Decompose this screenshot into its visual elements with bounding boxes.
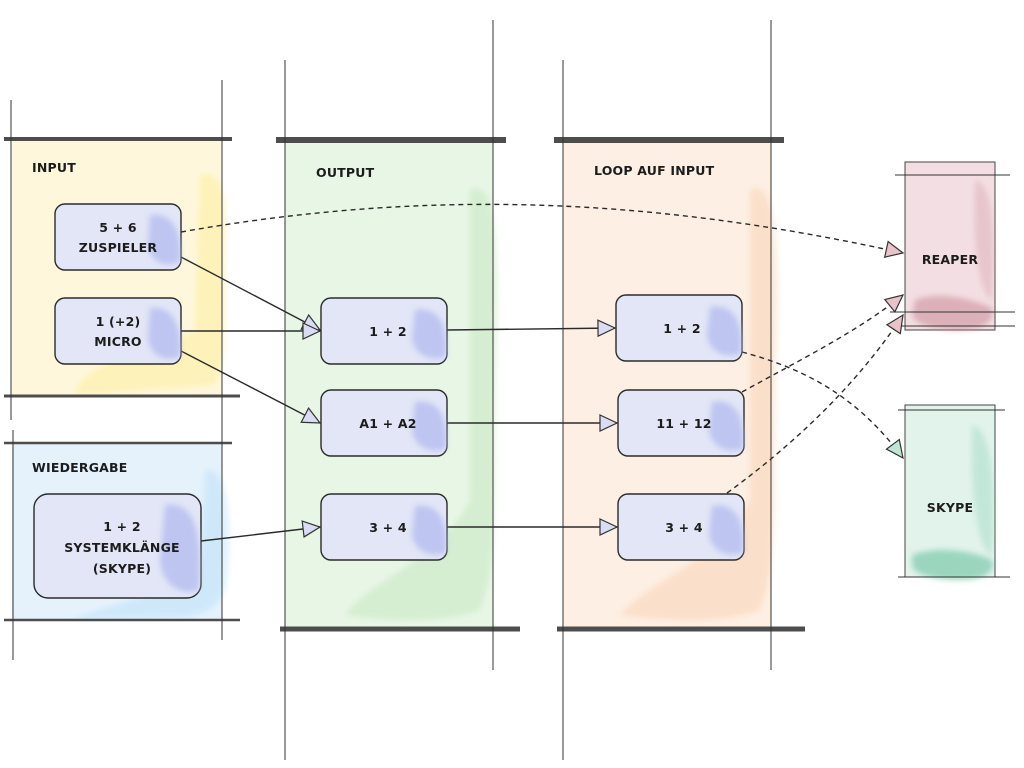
node-loop-1112-label: 11 + 12	[656, 416, 711, 431]
node-system-line2: SYSTEMKLÄNGE	[64, 540, 180, 555]
lane-output-title: OUTPUT	[316, 165, 375, 180]
node-out-12-label: 1 + 2	[369, 324, 407, 339]
node-zuspieler: 5 + 6 ZUSPIELER	[54, 203, 182, 271]
node-out-a1a2-accent	[412, 401, 447, 451]
node-out-12-accent	[412, 309, 447, 359]
dest-skype: SKYPE	[898, 404, 1010, 580]
dest-skype-smudge-side	[971, 425, 994, 555]
node-out-34-label: 3 + 4	[369, 520, 407, 535]
node-zuspieler-accent	[148, 214, 181, 265]
dest-reaper-label: REAPER	[922, 252, 979, 267]
node-out-12: 1 + 2	[320, 297, 448, 365]
node-loop-1112-accent	[709, 401, 744, 451]
dest-skype-label: SKYPE	[927, 500, 973, 515]
dest-reaper: REAPER	[890, 161, 1015, 331]
lane-input-title: INPUT	[32, 160, 76, 175]
node-loop-12: 1 + 2	[615, 294, 743, 362]
dest-skype-smudge	[912, 550, 993, 580]
node-system-box	[33, 493, 202, 599]
edge-out12-to-loop12	[446, 319, 617, 338]
node-loop-12-label: 1 + 2	[663, 321, 701, 336]
node-loop-1112: 11 + 12	[617, 389, 745, 457]
edge-system-to-out34	[200, 520, 322, 542]
lane-output: OUTPUT	[276, 20, 520, 760]
node-zuspieler-line1: 5 + 6	[99, 220, 137, 235]
node-micro-box	[54, 297, 182, 365]
node-system-line3: (SKYPE)	[93, 561, 151, 576]
node-system-accent	[160, 504, 200, 592]
dest-reaper-smudge	[912, 295, 993, 330]
edge-zuspieler-to-out12	[180, 256, 322, 331]
node-zuspieler-line2: ZUSPIELER	[79, 240, 158, 255]
dest-reaper-smudge-side	[974, 180, 994, 300]
edge-micro-to-outa1a2	[180, 350, 322, 424]
node-micro: 1 (+2) MICRO	[54, 297, 182, 365]
lane-playback-title: WIEDERGABE	[32, 460, 128, 475]
node-system: 1 + 2 SYSTEMKLÄNGE (SKYPE)	[33, 493, 202, 599]
node-system-line1: 1 + 2	[103, 519, 141, 534]
lane-input-smudge	[75, 174, 227, 395]
edge-loop34-to-reaper	[726, 313, 904, 494]
lane-loop-smudge	[620, 188, 778, 620]
node-loop-34: 3 + 4	[617, 493, 745, 561]
node-out-34: 3 + 4	[320, 493, 448, 561]
node-loop-12-accent	[707, 306, 742, 356]
node-micro-accent	[148, 307, 181, 359]
node-out-a1a2-label: A1 + A2	[359, 416, 416, 431]
lane-loop-title: LOOP AUF INPUT	[594, 163, 715, 178]
node-micro-line2: MICRO	[94, 334, 142, 349]
lane-output-smudge	[345, 188, 498, 620]
node-micro-line1: 1 (+2)	[96, 314, 141, 329]
node-zuspieler-box	[54, 203, 182, 271]
edge-zuspieler-to-reaper	[180, 203, 905, 258]
node-out-34-accent	[412, 505, 447, 555]
node-out-a1a2: A1 + A2	[320, 389, 448, 457]
connectors	[180, 203, 905, 542]
node-loop-34-accent	[709, 505, 744, 555]
edge-loop12-to-skype	[741, 351, 904, 460]
node-loop-34-label: 3 + 4	[665, 520, 703, 535]
